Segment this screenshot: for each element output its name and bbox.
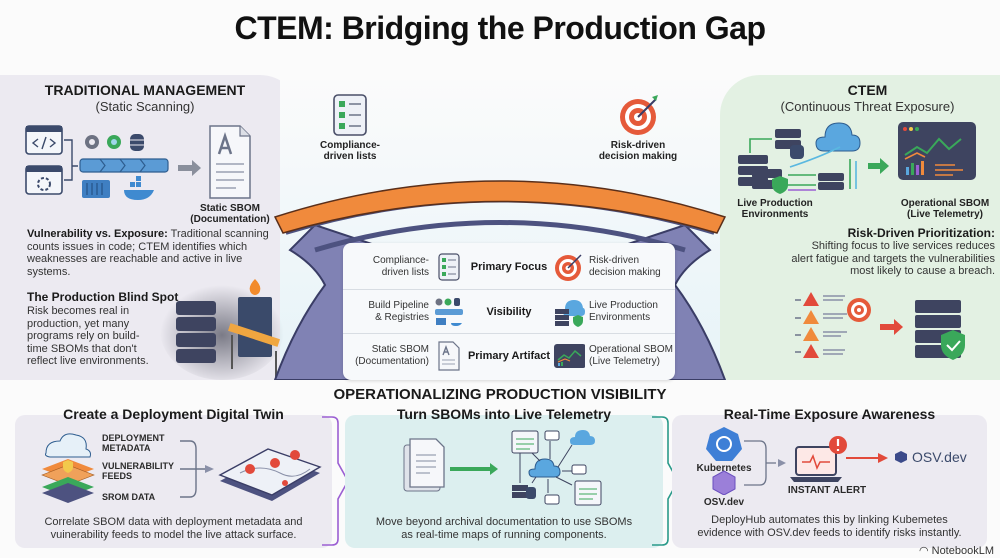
production-blind-spot: The Production Blind Spot Risk becomes r… bbox=[27, 290, 179, 367]
kubernetes-label: Kubernetes bbox=[696, 463, 752, 474]
cloud-icon bbox=[815, 122, 861, 152]
arrow-right-icon bbox=[880, 319, 903, 335]
label-sbom-data: SROM DATA bbox=[102, 492, 156, 502]
page-title: CTEM: Bridging the Production Gap bbox=[234, 10, 766, 46]
live-environment-illustration bbox=[738, 122, 976, 194]
build-pipeline-illustration bbox=[25, 125, 251, 200]
dashboard-icon bbox=[553, 340, 585, 372]
pipeline-icon bbox=[433, 296, 465, 328]
exposure-illustration bbox=[706, 427, 847, 495]
osv-dev-target: OSV.dev bbox=[894, 449, 967, 465]
target-icon bbox=[847, 298, 871, 322]
shield-icon bbox=[63, 460, 73, 473]
kubernetes-icon bbox=[706, 427, 742, 461]
laptop-alert-icon bbox=[790, 436, 847, 482]
attack-surface-map-icon bbox=[218, 448, 322, 501]
ctem-subheading: (Continuous Threat Exposure) bbox=[780, 99, 955, 114]
bridge-deck bbox=[273, 180, 727, 234]
container-icon bbox=[82, 180, 110, 198]
risk-driven-prioritization: Risk-Driven Prioritization: Shifting foc… bbox=[791, 226, 995, 277]
comparison-table: Compliance-driven lists Primary Focus Ri… bbox=[343, 243, 675, 380]
live-telemetry-illustration bbox=[403, 430, 602, 506]
target-icon bbox=[553, 251, 585, 283]
card-digital-twin: Create a Deployment Digital Twin DEPLOYM… bbox=[15, 406, 332, 548]
config-window-icon bbox=[25, 165, 63, 195]
refresh-gear-icon bbox=[107, 135, 121, 149]
cloud-icon bbox=[528, 458, 561, 478]
static-sbom-label: Static SBOM(Documentation) bbox=[190, 203, 270, 225]
arrow-right-icon bbox=[450, 463, 498, 475]
prioritization-illustration bbox=[795, 292, 965, 360]
traditional-subheading: (Static Scanning) bbox=[95, 99, 195, 114]
barrier-icon bbox=[228, 323, 280, 377]
shield-check-icon bbox=[772, 176, 788, 194]
osv-cube-icon bbox=[895, 451, 907, 463]
checklist-icon bbox=[333, 94, 367, 136]
bridge-left-label: Compliance-driven lists bbox=[319, 140, 380, 162]
digital-twin-illustration bbox=[41, 433, 322, 503]
ctem-heading: CTEM bbox=[847, 82, 888, 98]
code-window-icon bbox=[25, 125, 63, 155]
operationalizing-heading: OPERATIONALIZING PRODUCTION VISIBILITY bbox=[333, 386, 667, 403]
server-cluster-icon bbox=[738, 155, 782, 189]
card-exposure-awareness: Real-Time Exposure Awareness Kubernetes … bbox=[672, 406, 987, 548]
server-rack-icon bbox=[176, 301, 216, 363]
arrow-right-icon bbox=[868, 158, 889, 174]
database-icon bbox=[790, 145, 804, 159]
comparison-row-visibility: Build Pipeline& Registries Visibility Li… bbox=[343, 289, 675, 333]
arrow-right-icon bbox=[178, 160, 201, 176]
document-icon bbox=[433, 340, 465, 372]
cloud-icon bbox=[45, 433, 91, 458]
checklist-icon bbox=[433, 251, 465, 283]
comparison-row-focus: Compliance-driven lists Primary Focus Ri… bbox=[343, 245, 675, 289]
notebooklm-logo-icon: ◠ bbox=[918, 545, 932, 557]
pipeline-conveyor-icon bbox=[79, 158, 169, 173]
documents-icon bbox=[403, 438, 445, 492]
blocked-server-illustration bbox=[160, 279, 284, 380]
osv-source-label: OSV.dev bbox=[703, 497, 745, 508]
traditional-heading: TRADITIONAL MANAGEMENT bbox=[44, 82, 246, 98]
instant-alert-label: INSTANT ALERT bbox=[787, 485, 867, 496]
cloud-server-icon bbox=[553, 296, 585, 328]
warning-icons bbox=[795, 292, 847, 358]
card-live-telemetry: Turn SBOMs into Live Telemetry Move beyo… bbox=[345, 406, 663, 548]
gear-icon bbox=[85, 135, 99, 149]
document-icon bbox=[209, 125, 251, 199]
telemetry-dashboard-icon bbox=[898, 122, 976, 180]
vulnerability-vs-exposure: Vulnerability vs. Exposure: Traditional … bbox=[27, 228, 269, 278]
docker-whale-icon bbox=[124, 176, 154, 200]
target-icon bbox=[620, 95, 658, 135]
database-icon bbox=[130, 134, 144, 151]
arrow-right-icon bbox=[846, 453, 888, 463]
comparison-row-artifact: Static SBOM(Documentation) Primary Artif… bbox=[343, 333, 675, 377]
operational-sbom-label: Operational SBOM(Live Telemetry) bbox=[900, 198, 990, 220]
notebooklm-watermark: ◠ NotebookLM bbox=[918, 545, 994, 557]
secure-server-icon bbox=[915, 300, 965, 360]
osv-cube-icon bbox=[712, 470, 736, 495]
